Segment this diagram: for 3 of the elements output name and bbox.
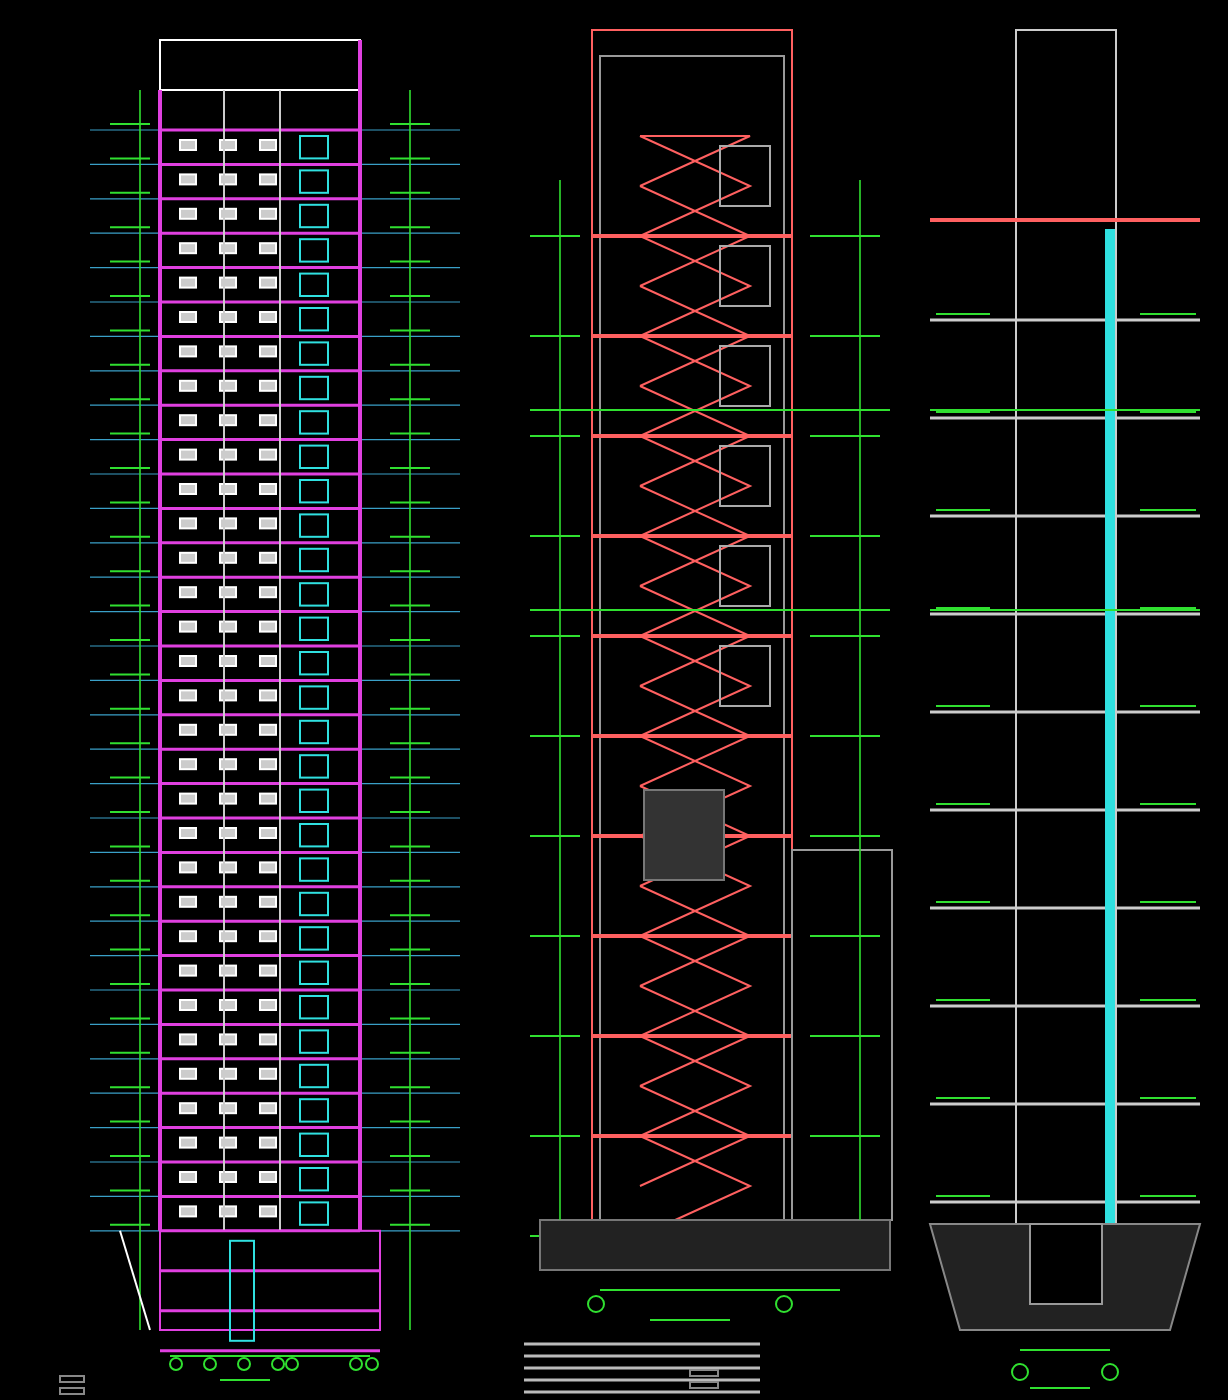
elevator-shaft-section-drawing <box>928 29 1202 1389</box>
building-section-drawing <box>59 39 461 1395</box>
stair-section-drawing <box>524 29 893 1394</box>
